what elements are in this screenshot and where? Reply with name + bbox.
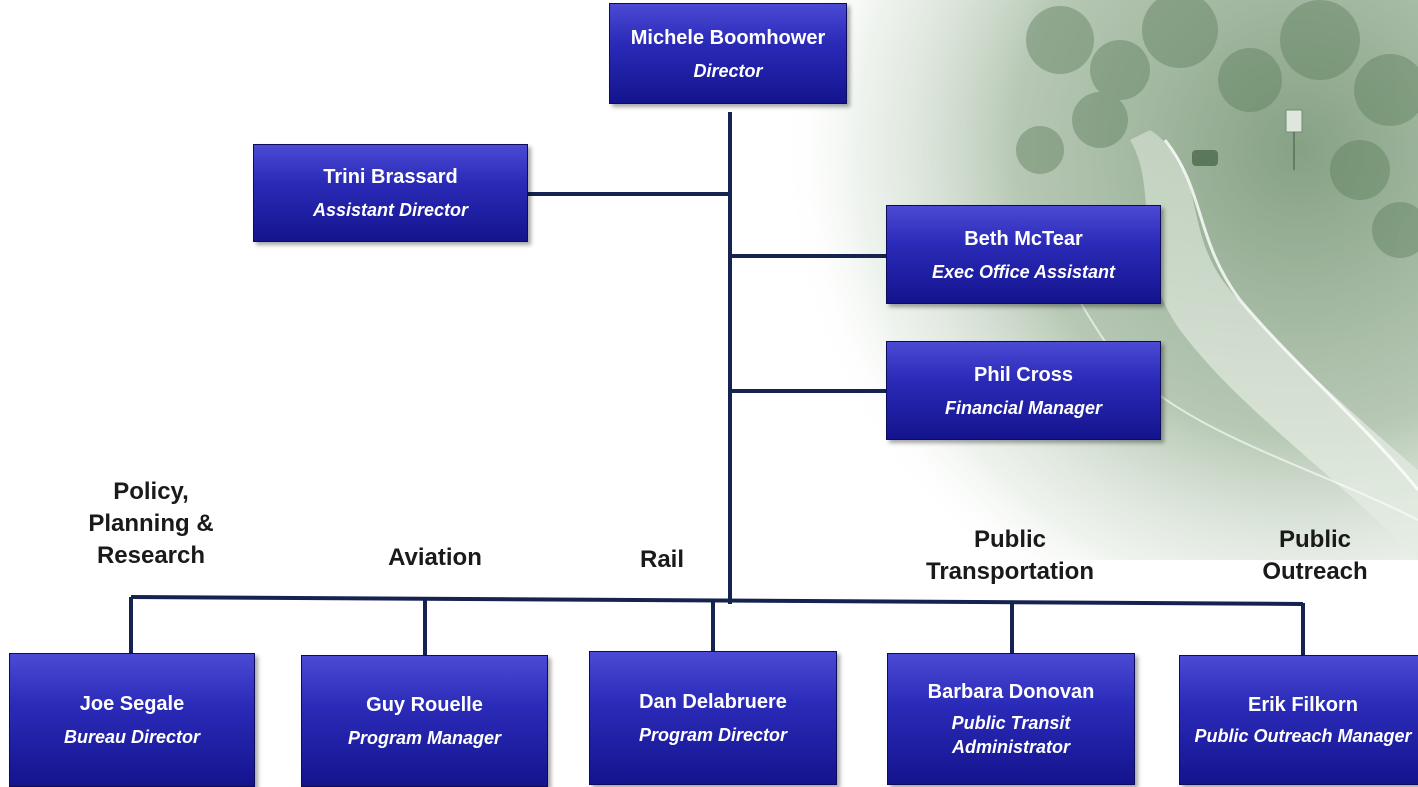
assistant-director-name: Trini Brassard (323, 166, 458, 188)
bureau-box-rail: Dan Delabruere Program Director (589, 651, 837, 785)
bureau-name: Guy Rouelle (366, 694, 483, 716)
bureau-name: Barbara Donovan (927, 681, 1095, 703)
bureau-role: Bureau Director (63, 727, 201, 747)
financial-manager-role: Financial Manager (944, 397, 1103, 418)
director-name: Michele Boomhower (630, 26, 826, 49)
assistant-director-box: Trini Brassard Assistant Director (253, 144, 528, 242)
dept-label-public-outreach: Public Outreach (1262, 526, 1368, 585)
assistant-director-role: Assistant Director (312, 200, 469, 220)
financial-manager-box: Phil Cross Financial Manager (886, 341, 1161, 440)
dept-label-policy: Policy, Planning & Research (88, 478, 214, 569)
bureau-name: Erik Filkorn (1247, 694, 1359, 716)
exec-assistant-box: Beth McTear Exec Office Assistant (886, 205, 1161, 304)
bureau-box-policy: Joe Segale Bureau Director (9, 653, 255, 787)
financial-manager-name: Phil Cross (974, 363, 1073, 386)
bureau-bus-line (130, 595, 1304, 606)
bureau-role: Program Director (638, 725, 788, 745)
bureau-role: Public Outreach Manager (1194, 726, 1412, 746)
dept-label-aviation: Aviation (388, 544, 482, 571)
bureau-role: Public Transit Administrator (951, 713, 1071, 757)
bureau-box-public-outreach: Erik Filkorn Public Outreach Manager (1179, 655, 1418, 785)
exec-assistant-name: Beth McTear (964, 227, 1083, 250)
director-role: Director (693, 60, 763, 81)
exec-assistant-role: Exec Office Assistant (931, 261, 1116, 282)
dept-label-rail: Rail (639, 546, 684, 573)
bureau-box-public-transportation: Barbara Donovan Public Transit Administr… (887, 653, 1135, 785)
bureau-name: Dan Delabruere (639, 691, 787, 713)
bureau-box-aviation: Guy Rouelle Program Manager (301, 655, 548, 787)
dept-label-public-transportation: Public Transportation (925, 526, 1094, 585)
bureau-role: Program Manager (347, 728, 502, 748)
bureau-name: Joe Segale (79, 693, 185, 715)
director-box: Michele Boomhower Director (609, 3, 847, 104)
